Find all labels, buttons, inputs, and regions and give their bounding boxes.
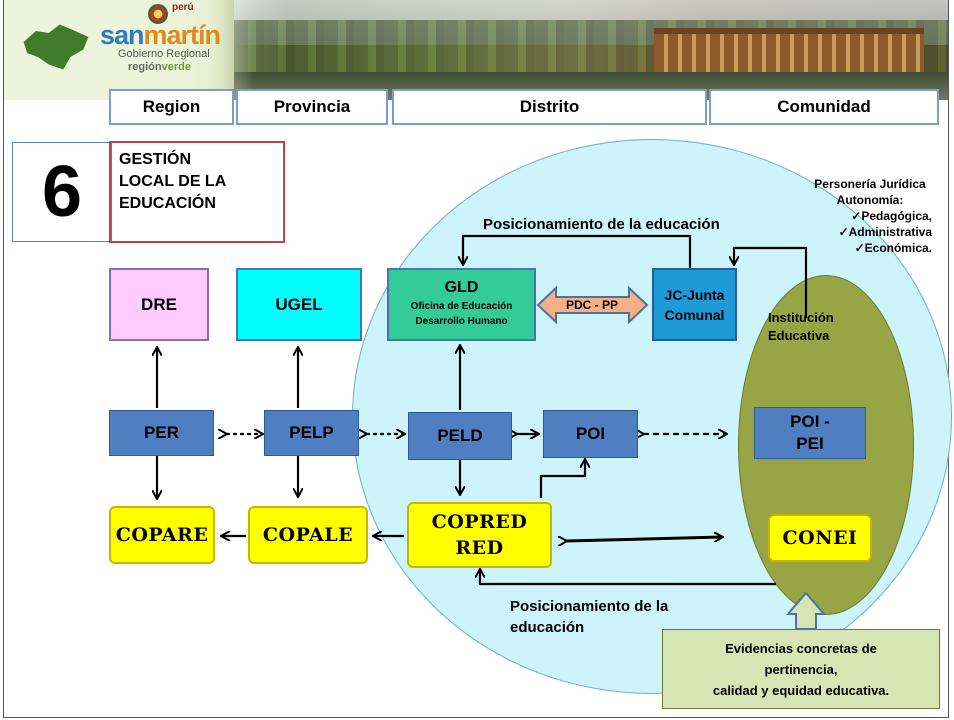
copred-line2: RED bbox=[455, 537, 504, 559]
legal-personality: Personería Jurídica Autonomía: Pedagógic… bbox=[800, 176, 940, 256]
level-provincia: Provincia bbox=[236, 89, 388, 125]
node-poi-pei: POI - PEI bbox=[754, 407, 866, 459]
logo-gobierno: Gobierno Regional bbox=[118, 48, 210, 60]
node-conei: CONEI bbox=[768, 514, 872, 562]
node-copred: COPRED RED bbox=[407, 502, 552, 568]
node-gld: GLD Oficina de Educación Desarrollo Huma… bbox=[387, 268, 536, 341]
positioning-bottom-line1: Posicionamiento de la bbox=[510, 598, 669, 615]
poipei-line1: POI - bbox=[790, 412, 830, 431]
node-poi: POI bbox=[543, 410, 638, 458]
jc-line2: Comunal bbox=[664, 306, 725, 323]
logo-region-verde: regiónverde bbox=[128, 61, 191, 73]
logo-region-prefix: región bbox=[128, 61, 162, 73]
evidence-line3: calidad y equidad educativa. bbox=[712, 682, 890, 698]
positioning-bottom-label: Posicionamiento de la educación bbox=[510, 596, 668, 638]
institution-line2: Educativa bbox=[768, 328, 830, 343]
legal-item: Administrativa bbox=[800, 224, 940, 240]
logo-san-martin: sanmartín bbox=[100, 20, 222, 51]
node-pelp: PELP bbox=[264, 410, 359, 456]
pdc-pp-label: PDC - PP bbox=[565, 298, 618, 312]
logo-san: san bbox=[100, 20, 145, 50]
level-distrito: Distrito bbox=[392, 89, 707, 125]
poipei-line2: PEI bbox=[796, 434, 824, 453]
logo-martin: martín bbox=[143, 20, 222, 50]
node-peld: PELD bbox=[408, 412, 512, 460]
institution-line1: Institución bbox=[768, 310, 834, 325]
gld-sub2: Desarrollo Humano bbox=[415, 316, 508, 327]
jc-line1: JC-Junta bbox=[664, 286, 725, 303]
evidence-up-arrow bbox=[785, 591, 827, 630]
legal-item: Pedagógica, bbox=[800, 208, 940, 224]
node-copale: COPALE bbox=[248, 506, 368, 564]
node-ugel: UGEL bbox=[236, 268, 362, 341]
node-jc: JC-Junta Comunal bbox=[652, 268, 737, 341]
node-dre: DRE bbox=[109, 268, 209, 341]
evidence-box: Evidencias concretas de pertinencia, cal… bbox=[662, 629, 940, 709]
arrow-institution-to-jc bbox=[734, 246, 808, 318]
pdc-pp-arrow-shape bbox=[536, 285, 649, 325]
legal-item: Económica. bbox=[800, 240, 940, 256]
section-number: 6 bbox=[12, 142, 112, 242]
banner-house bbox=[654, 28, 924, 76]
seal-icon bbox=[148, 4, 168, 24]
evidence-line1: Evidencias concretas de bbox=[725, 640, 877, 656]
node-per: PER bbox=[109, 410, 214, 456]
arrow-jc-to-gld bbox=[463, 234, 692, 268]
gld-sub1: Oficina de Educación bbox=[410, 301, 513, 312]
positioning-top-label: Posicionamiento de la educación bbox=[483, 216, 720, 233]
arrow-copred-conei bbox=[566, 537, 722, 541]
institution-label: Institución Educativa bbox=[768, 309, 834, 345]
arrow-copred-to-poi bbox=[539, 460, 585, 498]
level-region: Region bbox=[109, 89, 234, 125]
legal-title: Personería Jurídica bbox=[814, 177, 926, 191]
logo-region-suffix: verde bbox=[161, 61, 191, 73]
evidence-line2: pertinencia, bbox=[764, 661, 838, 677]
node-copare: COPARE bbox=[109, 506, 215, 564]
level-comunidad: Comunidad bbox=[709, 89, 939, 125]
legal-subtitle: Autonomía: bbox=[836, 193, 904, 207]
arrow-institution-to-copred bbox=[480, 570, 776, 586]
positioning-bottom-line2: educación bbox=[510, 619, 585, 636]
logo-peru: perú bbox=[172, 2, 194, 13]
section-title: GESTIÓN LOCAL DE LA EDUCACIÓN bbox=[109, 141, 285, 243]
copred-line1: COPRED bbox=[431, 511, 528, 533]
gld-title: GLD bbox=[444, 279, 479, 296]
